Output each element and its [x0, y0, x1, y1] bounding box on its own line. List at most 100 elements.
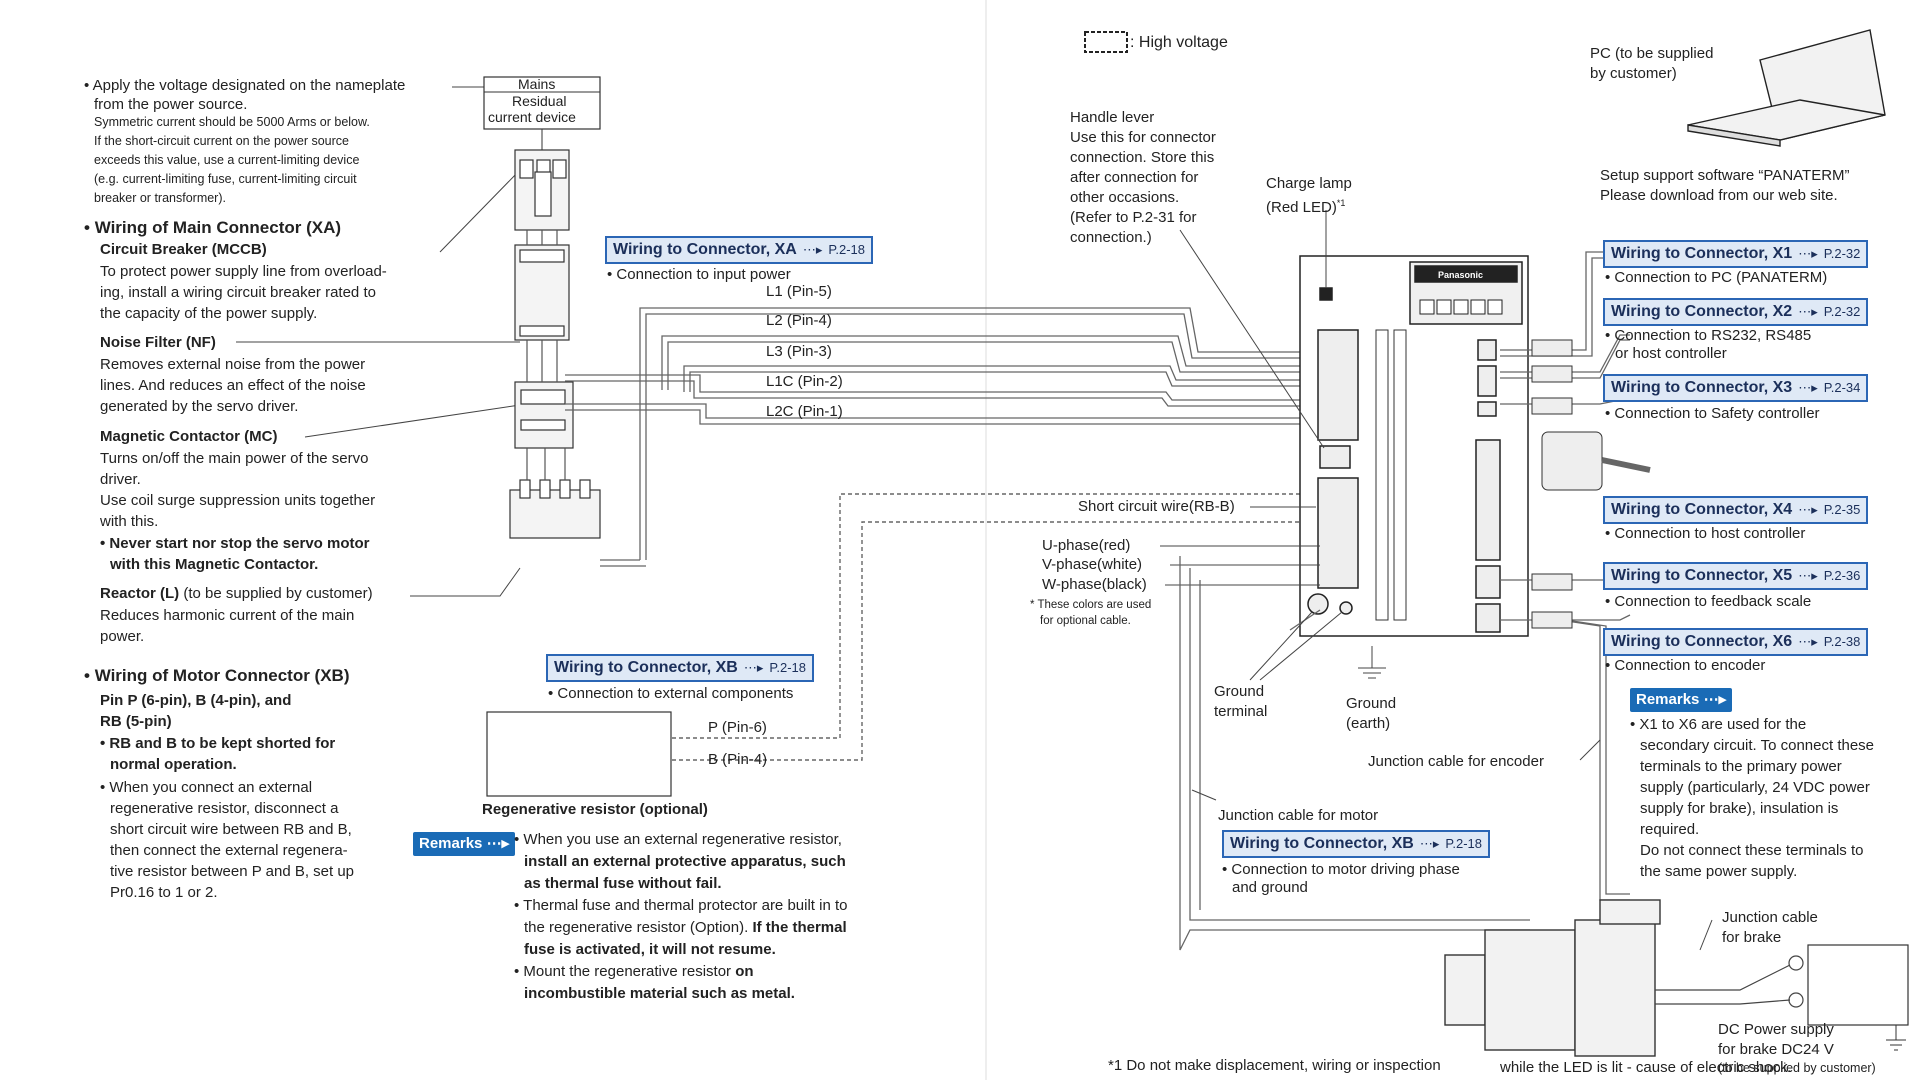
xb-text-2: regenerative resistor, disconnect a	[110, 800, 339, 817]
x3-reference-box[interactable]: Wiring to Connector, X3⋯▸P.2-34	[1603, 374, 1869, 402]
remarks-arrow-icon: ⋯▸	[1703, 691, 1727, 708]
regen-b-label: B (Pin-4)	[708, 751, 768, 768]
setup-software-1: Setup support software “PANATERM”	[1600, 167, 1850, 184]
residual-label: Residual	[512, 93, 567, 109]
x6-caption: • Connection to encoder	[1605, 657, 1766, 674]
remarks-left-tag: Remarks ⋯▸	[413, 832, 516, 856]
page-link-icon: ⋯▸	[1419, 836, 1440, 851]
w-phase-label: W-phase(black)	[1042, 576, 1147, 593]
power-small-1: Symmetric current should be 5000 Arms or…	[94, 115, 370, 129]
nf-title: Noise Filter (NF)	[100, 334, 216, 351]
mc-warn-1: • Never start nor stop the servo motor	[100, 535, 370, 552]
mc-text-2: driver.	[100, 471, 141, 488]
mccb-text-2: ing, install a wiring circuit breaker ra…	[100, 284, 376, 301]
dc-supply-1: DC Power supply	[1718, 1021, 1834, 1038]
mc-title: Magnetic Contactor (MC)	[100, 428, 278, 445]
circuit-breaker-device	[514, 149, 570, 231]
power-note-1: • Apply the voltage designated on the na…	[84, 77, 406, 94]
x4-reference-box[interactable]: Wiring to Connector, X4⋯▸P.2-35	[1603, 496, 1869, 524]
power-small-5: breaker or transformer).	[94, 191, 226, 205]
dc-power-supply-box	[1807, 944, 1909, 1026]
x1-reference-box[interactable]: Wiring to Connector, X1⋯▸P.2-32	[1603, 240, 1869, 268]
xb-motor-reference-box[interactable]: Wiring to Connector, XB⋯▸P.2-18	[1222, 830, 1491, 858]
x6-box-label: Wiring to Connector, X6	[1611, 633, 1793, 650]
servo-motor	[1444, 899, 1661, 1057]
nf-text-2: lines. And reduces an effect of the nois…	[100, 377, 366, 394]
xb-reference-box[interactable]: Wiring to Connector, XB⋯▸P.2-18	[546, 654, 815, 682]
wire-l3-label: L3 (Pin-3)	[766, 343, 832, 360]
x5-caption: • Connection to feedback scale	[1605, 593, 1812, 610]
high-voltage-legend: : High voltage	[1130, 34, 1228, 51]
page-link-icon: ⋯▸	[1798, 568, 1818, 583]
wire-l2-label: L2 (Pin-4)	[766, 312, 832, 329]
power-note-2: from the power source.	[94, 96, 248, 113]
remarks-right-2: secondary circuit. To connect these	[1640, 737, 1875, 754]
remarks-left-3: • Mount the regenerative resistor on	[514, 963, 754, 980]
regen-caption: Regenerative resistor (optional)	[482, 801, 708, 818]
wire-l2c-label: L2C (Pin-1)	[766, 403, 843, 420]
remarks-left-1c: as thermal fuse without fail.	[524, 875, 722, 892]
charge-lamp-2: (Red LED)*1	[1266, 198, 1346, 216]
x2-reference-box[interactable]: Wiring to Connector, X2⋯▸P.2-32	[1603, 298, 1869, 326]
xb-bold-2: normal operation.	[110, 756, 237, 773]
xb-motor-caption-2: and ground	[1232, 879, 1308, 896]
xb-text-3: short circuit wire between RB and B,	[110, 821, 352, 838]
remarks-left-2c: fuse is activated, it will not resume.	[524, 941, 776, 958]
x6-reference-box[interactable]: Wiring to Connector, X6⋯▸P.2-38	[1603, 628, 1869, 656]
footnote-2: while the LED is lit - cause of electric…	[1500, 1059, 1792, 1076]
mccb-text-3: the capacity of the power supply.	[100, 305, 318, 322]
x5-box-page: P.2-36	[1823, 568, 1861, 583]
remarks-right-5: supply for brake), insulation is	[1640, 800, 1839, 817]
page-link-icon: ⋯▸	[1798, 634, 1818, 649]
remarks-right-6: required.	[1640, 821, 1700, 838]
mccb-text-1: To protect power supply line from overlo…	[100, 263, 387, 280]
remarks-arrow-icon: ⋯▸	[486, 835, 510, 852]
xb-heading: • Wiring of Motor Connector (XB)	[84, 666, 350, 685]
mccb-title: Circuit Breaker (MCCB)	[100, 241, 267, 258]
nf-text-1: Removes external noise from the power	[100, 356, 366, 373]
xa-heading: • Wiring of Main Connector (XA)	[84, 218, 342, 237]
page-link-icon: ⋯▸	[1798, 502, 1818, 517]
phase-note-1: * These colors are used	[1030, 599, 1152, 611]
page-link-icon: ⋯▸	[1798, 246, 1818, 261]
ground-terminal-2: terminal	[1214, 703, 1268, 720]
xb-text-6: Pr0.16 to 1 or 2.	[110, 884, 218, 901]
xb-text-1: • When you connect an external	[100, 779, 313, 796]
noise-filter-device	[514, 244, 570, 341]
page-link-icon: ⋯▸	[802, 242, 823, 257]
dc-supply-3: (to be supplied by customer)	[1718, 1061, 1876, 1075]
x2-box-page: P.2-32	[1823, 304, 1861, 319]
xb-box-page: P.2-18	[769, 660, 807, 675]
regen-p-label: P (Pin-6)	[708, 719, 767, 736]
x5-reference-box[interactable]: Wiring to Connector, X5⋯▸P.2-36	[1603, 562, 1869, 590]
handle-lever-5: other occasions.	[1070, 189, 1180, 206]
handle-lever-3: connection. Store this	[1070, 149, 1215, 166]
wire-l1-label: L1 (Pin-5)	[766, 283, 832, 300]
power-small-4: (e.g. current-limiting fuse, current-lim…	[94, 172, 357, 186]
power-small-3: exceeds this value, use a current-limiti…	[94, 153, 360, 167]
remarks-left-2: • Thermal fuse and thermal protector are…	[514, 897, 848, 914]
remarks-right-tag: Remarks ⋯▸	[1630, 688, 1733, 712]
charge-lamp-1: Charge lamp	[1266, 175, 1352, 192]
reactor-device	[509, 479, 601, 539]
xb-motor-box-page: P.2-18	[1445, 836, 1483, 851]
pc-label-2: by customer)	[1590, 65, 1677, 82]
reactor-text-2: power.	[100, 628, 145, 645]
handle-lever-6: (Refer to P.2-31 for	[1070, 209, 1197, 226]
footnote-1: *1 Do not make displacement, wiring or i…	[1108, 1057, 1441, 1074]
ground-earth-1: Ground	[1346, 695, 1397, 712]
xa-reference-box[interactable]: Wiring to Connector, XA⋯▸P.2-18	[605, 236, 874, 264]
mc-text-4: with this.	[100, 513, 159, 530]
remarks-left-3b: incombustible material such as metal.	[524, 985, 795, 1002]
current-device-label: current device	[488, 109, 576, 125]
regenerative-resistor-box	[486, 711, 672, 797]
x2-caption-2: or host controller	[1615, 345, 1727, 362]
junction-motor-label: Junction cable for motor	[1218, 807, 1379, 824]
servo-driver	[1299, 255, 1529, 637]
handle-lever-7: connection.)	[1070, 229, 1152, 246]
wire-l1c-label: L1C (Pin-2)	[766, 373, 843, 390]
mc-text-3: Use coil surge suppression units togethe…	[100, 492, 376, 509]
page-link-icon: ⋯▸	[743, 660, 764, 675]
short-circuit-wire-label: Short circuit wire(RB-B)	[1078, 498, 1235, 515]
